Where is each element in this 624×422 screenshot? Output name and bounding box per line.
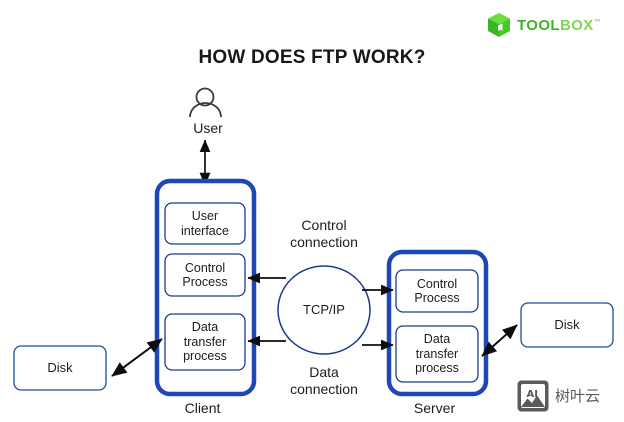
client-disk-box: [13, 345, 107, 391]
watermark: AI 树叶云: [517, 380, 600, 412]
data-connection-label: Data connection: [290, 364, 358, 397]
server-label: Server: [413, 400, 456, 416]
server-disk-arrow: [481, 324, 518, 357]
watermark-text: 树叶云: [555, 386, 601, 405]
user-icon: [189, 87, 222, 118]
trademark-symbol: ™: [593, 18, 602, 26]
client-data-transfer-label: Data transfer process: [183, 320, 227, 364]
brand-name-primary: TOOL: [517, 16, 560, 34]
tcpip-circle: [277, 265, 371, 355]
brand-wordmark: TOOLBOX™: [517, 18, 601, 33]
cube-icon: [488, 13, 510, 37]
server-disk-box: [520, 302, 614, 348]
client-control-process-label: Control Process: [182, 260, 228, 289]
client-label: Client: [184, 400, 221, 416]
client-control-process-box: [164, 253, 246, 297]
ai-image-icon: AI: [517, 380, 549, 412]
client-user-interface-label: User interface: [181, 209, 229, 238]
toolbox-logo: TOOLBOX™: [487, 12, 601, 38]
client-user-interface-box: [164, 202, 246, 245]
server-data-transfer-label: Data transfer process: [415, 332, 459, 376]
server-control-process-box: [395, 269, 479, 313]
user-label: User: [193, 120, 223, 136]
server-disk-label: Disk: [554, 316, 580, 332]
server-data-transfer-box: [395, 325, 479, 383]
brand-name-secondary: BOX: [560, 16, 594, 34]
svg-text:AI: AI: [527, 389, 538, 400]
client-disk-arrow: [111, 338, 163, 377]
control-connection-label: Control connection: [290, 217, 358, 250]
tcpip-label: TCP/IP: [303, 302, 345, 317]
server-control-process-label: Control Process: [414, 276, 460, 305]
client-data-transfer-box: [164, 313, 246, 371]
client-disk-label: Disk: [47, 359, 73, 375]
page-title: HOW DOES FTP WORK?: [198, 47, 426, 68]
